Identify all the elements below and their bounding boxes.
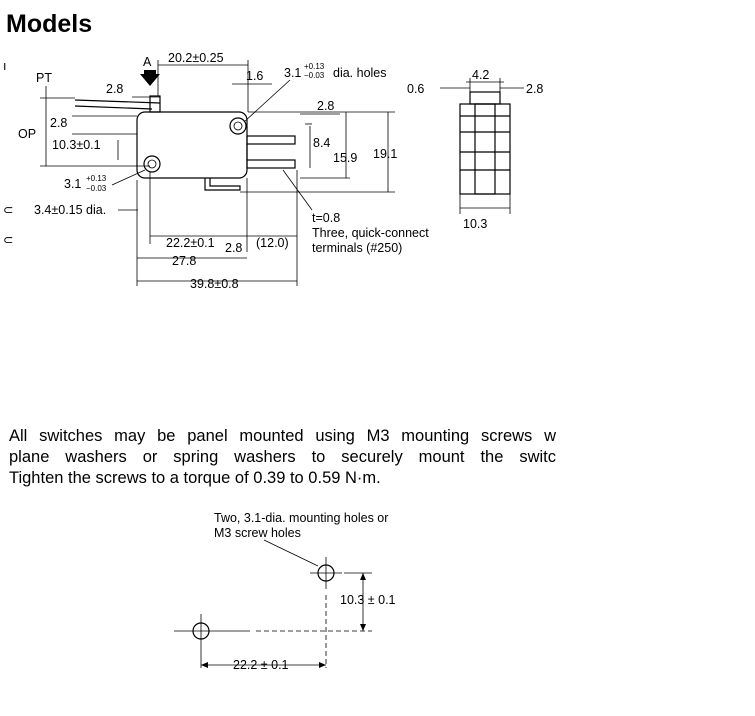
dia-holes-label: dia. holes xyxy=(333,66,387,80)
side-dim-0-6: 0.6 xyxy=(407,82,424,96)
dim-2-8-top: 2.8 xyxy=(106,82,123,96)
mounting-label-2: M3 screw holes xyxy=(214,526,301,540)
side-dim-2-8: 2.8 xyxy=(526,82,543,96)
mounting-note: All switches may be panel mounted using … xyxy=(9,426,556,489)
mounting-dim-horizontal: 22.2 ± 0.1 xyxy=(233,658,289,672)
dim-2-8-bottom: 2.8 xyxy=(225,241,242,255)
edge-mark: ⊂ xyxy=(3,203,13,217)
hole-tol-plus: +0.13 xyxy=(304,62,325,71)
mounting-hole-diagram: Two, 3.1-dia. mounting holes or M3 screw… xyxy=(174,511,396,672)
dim-3-4: 3.4±0.15 dia. xyxy=(34,203,106,217)
hole2-dia-main: 3.1 xyxy=(64,177,81,191)
label-a: A xyxy=(143,55,152,69)
dim-27-8: 27.8 xyxy=(172,254,196,268)
dim-19-1: 19.1 xyxy=(373,147,397,161)
page-title: Models xyxy=(6,10,93,38)
dim-1-6: 1.6 xyxy=(246,69,263,83)
dim-10-3: 10.3±0.1 xyxy=(52,138,101,152)
arrow-down-icon xyxy=(140,70,160,86)
dim-2-8-left: 2.8 xyxy=(50,116,67,130)
dim-2-8-right: 2.8 xyxy=(317,99,334,113)
hole-dia-main: 3.1 xyxy=(284,66,301,80)
hole-tol-minus: −0.03 xyxy=(304,71,325,80)
hole2-tol-plus: +0.13 xyxy=(86,174,107,183)
dim-12-0: (12.0) xyxy=(256,236,289,250)
dim-15-9: 15.9 xyxy=(333,151,357,165)
label-pt: PT xyxy=(36,71,52,85)
hole2-tol-minus: −0.03 xyxy=(86,184,107,193)
terminals-line-1: Three, quick-connect xyxy=(312,226,429,240)
dim-22-2: 22.2±0.1 xyxy=(166,236,215,250)
dim-39-8: 39.8±0.8 xyxy=(190,277,239,291)
switch-side-view xyxy=(459,91,511,195)
note-line-1: All switches may be panel mounted using … xyxy=(9,427,556,445)
mounting-label-1: Two, 3.1-dia. mounting holes or xyxy=(214,511,388,525)
edge-mark: ı xyxy=(3,59,6,73)
side-dim-10-3: 10.3 xyxy=(463,217,487,231)
dim-8-4: 8.4 xyxy=(313,136,330,150)
label-op: OP xyxy=(18,127,36,141)
mounting-dim-vertical: 10.3 ± 0.1 xyxy=(340,593,396,607)
thickness-label: t=0.8 xyxy=(312,211,340,225)
edge-mark: ⊂ xyxy=(3,233,13,247)
note-line-2: plane washers or spring washers to secur… xyxy=(9,448,556,466)
side-dim-4-2: 4.2 xyxy=(472,68,489,82)
note-line-3: Tighten the screws to a torque of 0.39 t… xyxy=(9,469,381,487)
dim-20-2: 20.2±0.25 xyxy=(168,51,224,65)
terminals-line-2: terminals (#250) xyxy=(312,241,402,255)
switch-front-view xyxy=(74,95,296,191)
